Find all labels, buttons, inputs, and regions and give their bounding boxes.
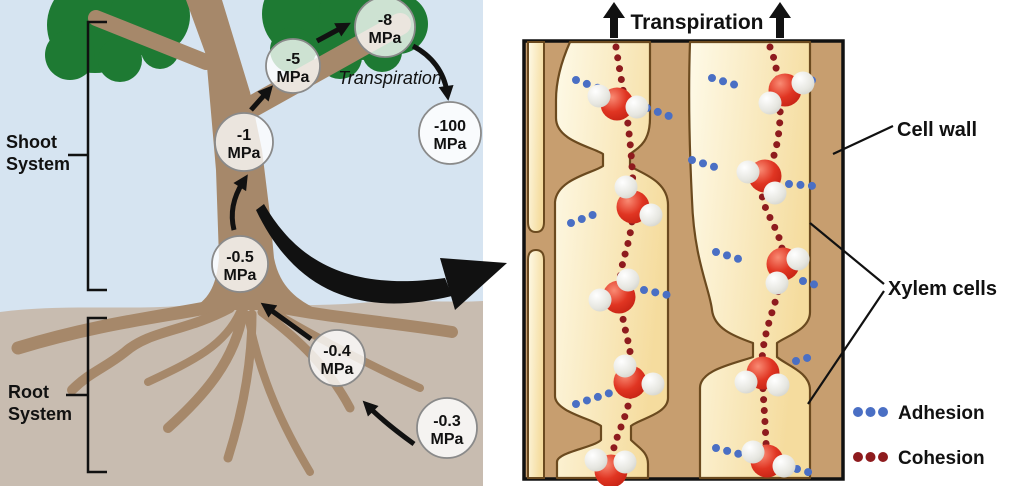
shoot-system-label-line1: Shoot bbox=[6, 132, 57, 152]
arrow-to-leaf bbox=[315, 22, 351, 44]
cell-wall-pointer bbox=[832, 125, 894, 155]
pressure-leaf: -8 MPa bbox=[354, 0, 416, 58]
xylem-title: Transpiration bbox=[630, 11, 763, 34]
pressure-circles: -8 MPa -5 MPa -1 MPa -0.5 MPa -0.4 M bbox=[211, 0, 482, 459]
pressure-leaf-unit: MPa bbox=[369, 30, 402, 47]
water-molecule bbox=[734, 356, 790, 397]
arrow-transpiration-out bbox=[411, 43, 454, 101]
water-molecule bbox=[587, 84, 649, 121]
title-arrow-right-head bbox=[769, 2, 791, 18]
water-molecule bbox=[588, 268, 640, 314]
xylem-panel: Transpiration bbox=[522, 2, 997, 486]
water-molecule bbox=[741, 440, 796, 478]
adhesion-legend-label: Adhesion bbox=[898, 403, 985, 424]
pressure-lower-trunk-value: -0.5 bbox=[226, 249, 254, 266]
water-molecule bbox=[765, 247, 810, 295]
xylem-cells-label: Xylem cells bbox=[888, 278, 997, 300]
title-arrows bbox=[603, 2, 791, 38]
pressure-branch: -5 MPa bbox=[265, 38, 321, 94]
pressure-soil-value: -0.3 bbox=[433, 413, 461, 430]
title-arrow-left-head bbox=[603, 2, 625, 18]
legend: Adhesion Cohesion bbox=[853, 403, 985, 469]
pressure-root-value: -0.4 bbox=[323, 343, 351, 360]
arrow-root-to-trunk bbox=[260, 302, 313, 342]
water-molecule bbox=[758, 71, 815, 115]
pressure-soil: -0.3 MPa bbox=[416, 397, 478, 459]
pressure-atmosphere: -100 MPa bbox=[418, 101, 482, 165]
pressure-upper-trunk-unit: MPa bbox=[228, 145, 261, 162]
legend-cohesion: Cohesion bbox=[853, 448, 985, 469]
pressure-branch-value: -5 bbox=[286, 51, 300, 68]
cohesion-legend-label: Cohesion bbox=[898, 448, 985, 469]
pressure-root-unit: MPa bbox=[321, 361, 354, 378]
left-branch bbox=[88, 10, 214, 70]
pressure-root: -0.4 MPa bbox=[308, 329, 366, 387]
pressure-upper-trunk: -1 MPa bbox=[214, 112, 274, 172]
xylem-pointer-lower bbox=[807, 290, 885, 405]
pressure-atmosphere-unit: MPa bbox=[434, 136, 467, 153]
tree-panel: Shoot System Root System Transpiration -… bbox=[0, 0, 507, 486]
pressure-leaf-value: -8 bbox=[378, 12, 392, 29]
water-molecule bbox=[614, 175, 663, 227]
xylem-column-right bbox=[688, 40, 812, 480]
pressure-lower-trunk: -0.5 MPa bbox=[211, 235, 269, 293]
cell-wall-label: Cell wall bbox=[897, 119, 977, 141]
shoot-system-label-line2: System bbox=[6, 154, 70, 174]
xylem-pointer-upper bbox=[809, 222, 885, 285]
water-flow-arrows bbox=[229, 22, 454, 447]
pointer-lines bbox=[807, 125, 894, 405]
water-molecule bbox=[613, 354, 665, 399]
pressure-soil-unit: MPa bbox=[431, 431, 464, 448]
arrow-trunk-up bbox=[229, 174, 248, 231]
root-system-label-line2: System bbox=[8, 404, 72, 424]
pressure-lower-trunk-unit: MPa bbox=[224, 267, 257, 284]
water-molecules bbox=[584, 71, 815, 486]
arrow-to-branch bbox=[249, 85, 273, 112]
zoom-callout-arrow bbox=[256, 204, 507, 310]
pressure-branch-unit: MPa bbox=[277, 69, 310, 86]
pressure-atmosphere-value: -100 bbox=[434, 118, 466, 135]
legend-adhesion: Adhesion bbox=[853, 403, 985, 424]
root-system-label-line1: Root bbox=[8, 382, 49, 402]
arrow-soil-to-root bbox=[362, 400, 416, 447]
transpiration-italic-label: Transpiration bbox=[338, 68, 442, 88]
water-molecule bbox=[736, 159, 787, 205]
pressure-upper-trunk-value: -1 bbox=[237, 127, 251, 144]
system-brackets bbox=[66, 20, 107, 474]
water-molecule bbox=[584, 448, 637, 486]
edge-cell-sliver bbox=[527, 41, 545, 479]
